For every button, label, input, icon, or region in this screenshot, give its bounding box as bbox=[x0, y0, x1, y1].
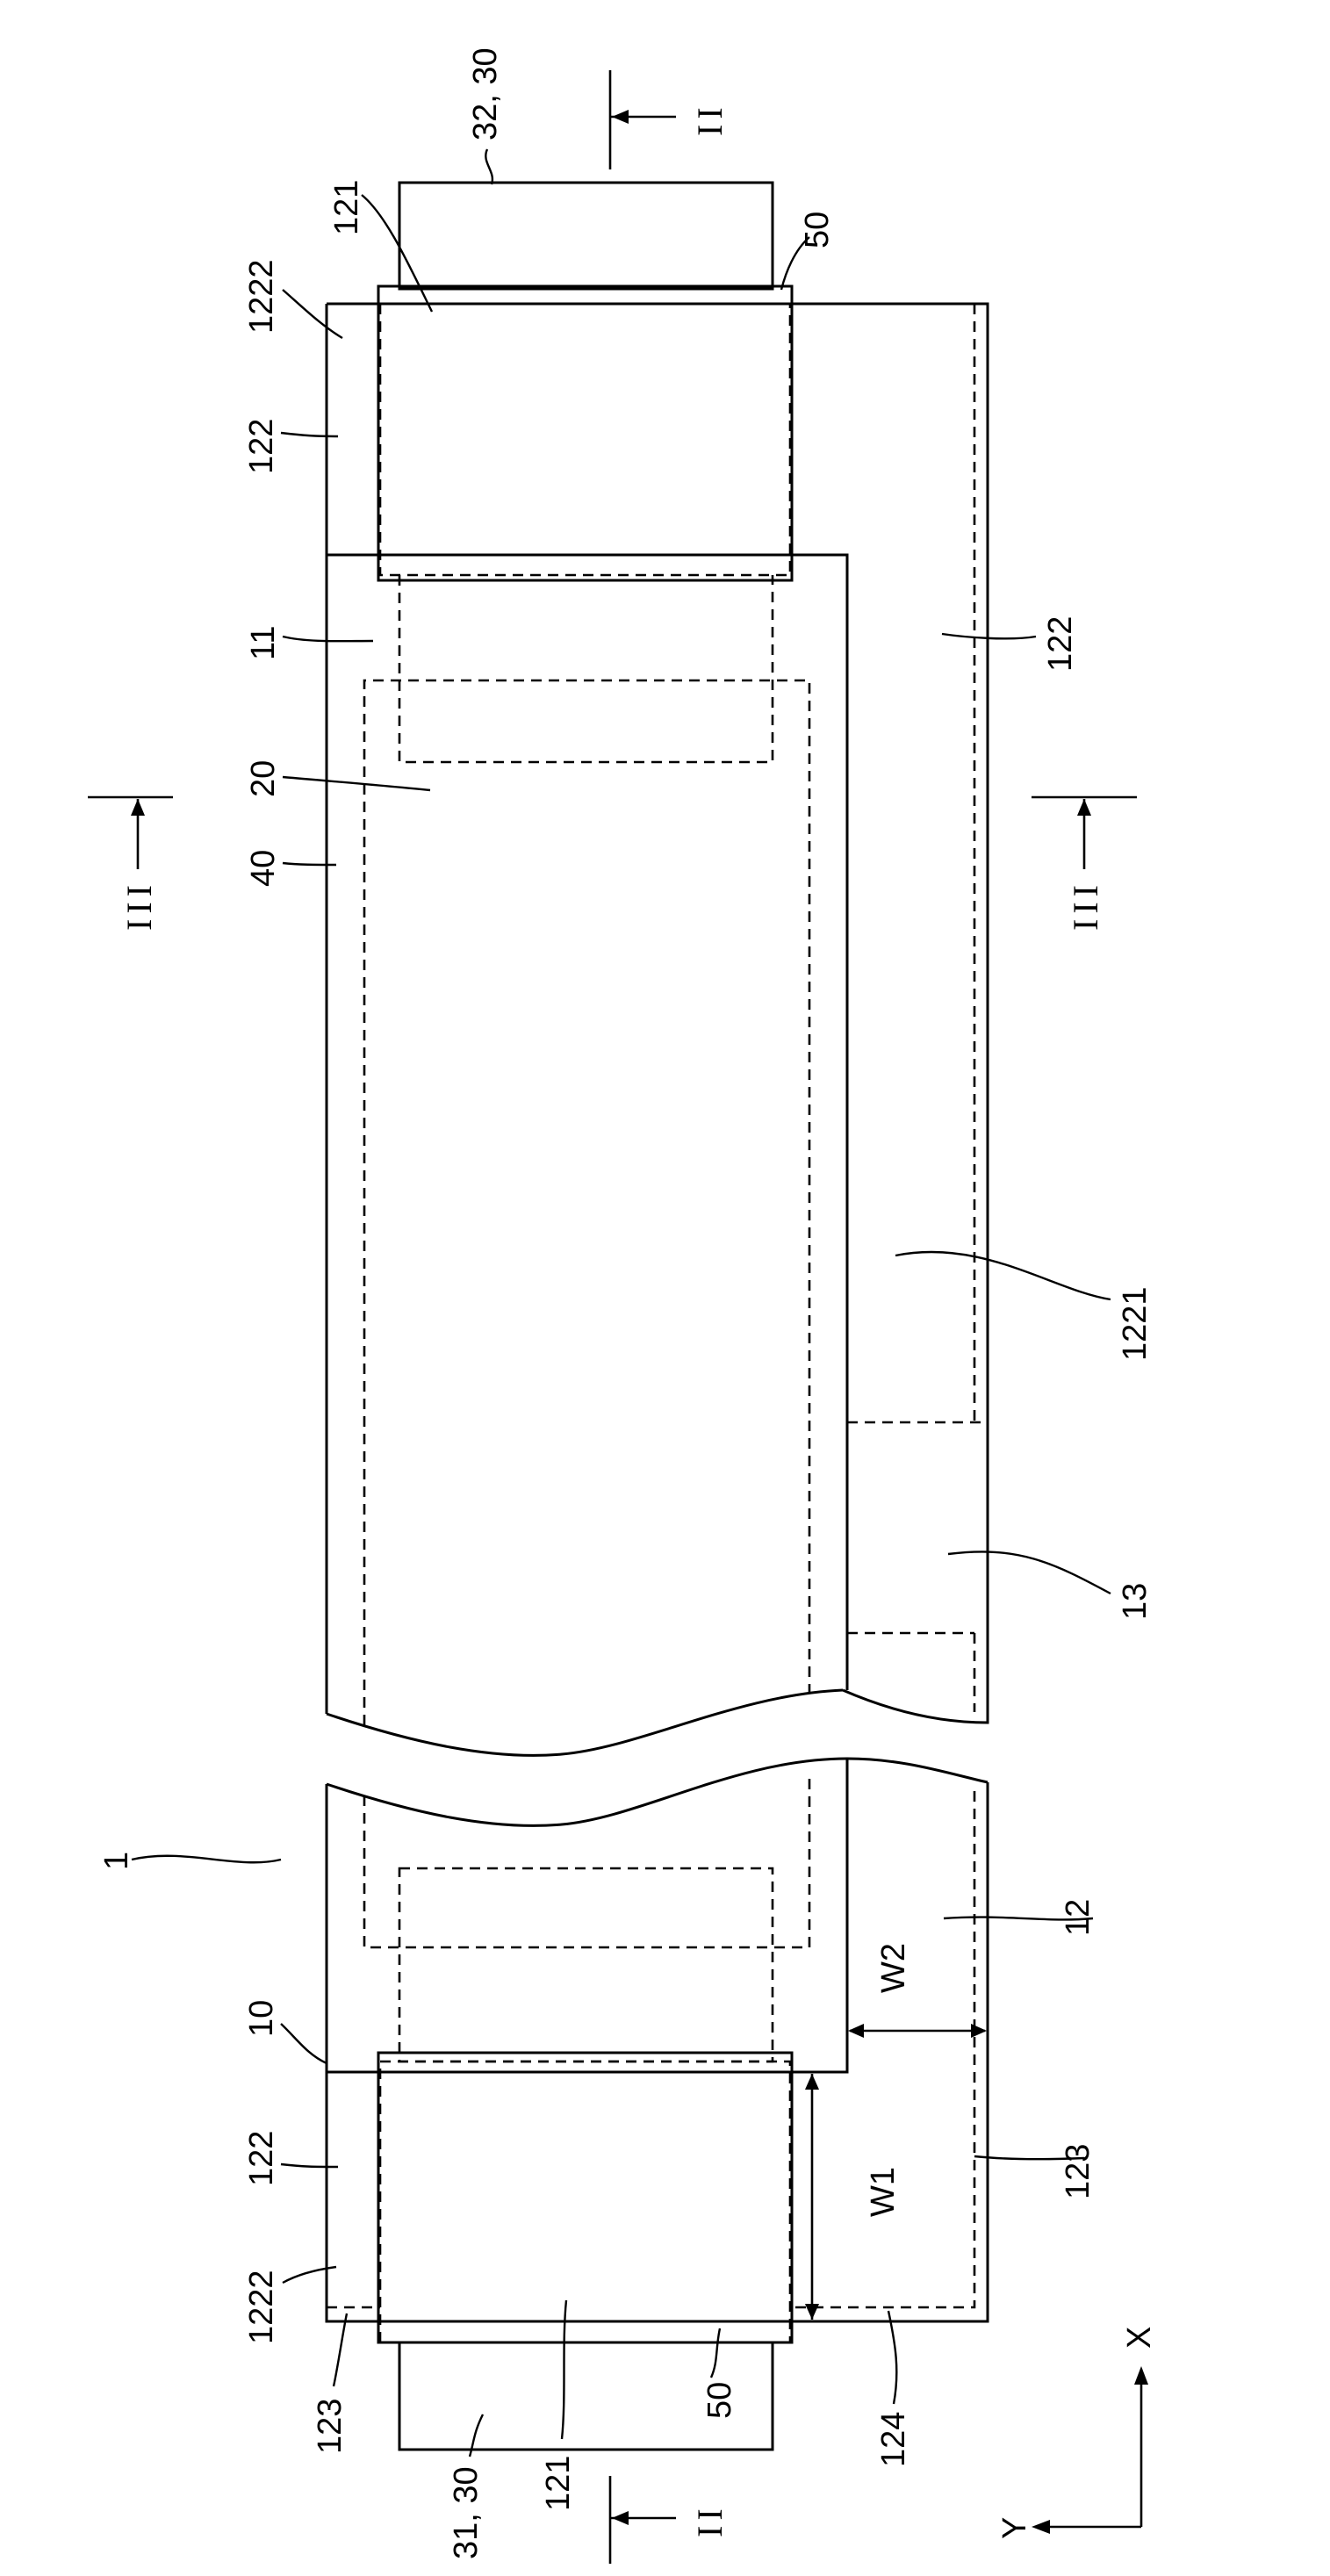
label-123-left: 123 bbox=[312, 2399, 349, 2454]
label-50-top: 50 bbox=[799, 212, 836, 248]
leader-1 bbox=[132, 1856, 281, 1863]
label-section-ii-top: II bbox=[690, 102, 730, 136]
leader-20 bbox=[283, 777, 430, 790]
body-outline-upper bbox=[327, 555, 847, 1690]
section-ii-top-arrowhead bbox=[612, 110, 629, 124]
leader-50-bottom bbox=[711, 2328, 720, 2378]
w2-arrowhead-left bbox=[848, 2024, 864, 2038]
label-12: 12 bbox=[1060, 1899, 1096, 1936]
dashed-electrode-upper bbox=[364, 680, 809, 1725]
break-line-lower bbox=[327, 1759, 988, 1825]
section-iii-right-arrowhead bbox=[1077, 799, 1091, 816]
section-ii-bottom-arrowhead bbox=[612, 2511, 629, 2525]
leader-122-ll bbox=[281, 2164, 338, 2167]
axis-y-arrowhead bbox=[1032, 2520, 1050, 2534]
leader-32-30 bbox=[485, 149, 492, 184]
label-122-upper-left: 122 bbox=[243, 419, 280, 474]
section-iii-left-arrowhead bbox=[131, 799, 145, 816]
label-122-lower-left: 122 bbox=[243, 2131, 280, 2186]
label-20: 20 bbox=[245, 760, 282, 797]
dashed-seal-lower bbox=[790, 1791, 974, 2307]
label-123-right: 123 bbox=[1060, 2144, 1096, 2199]
leader-10 bbox=[281, 2024, 327, 2063]
label-32-30: 32, 30 bbox=[467, 47, 504, 140]
w1-arrowhead-bottom bbox=[805, 2304, 819, 2320]
leader-1222-top bbox=[283, 290, 342, 338]
package-outline-upper bbox=[327, 304, 988, 1723]
leader-1222-bottom bbox=[283, 2267, 336, 2283]
label-11: 11 bbox=[245, 626, 282, 660]
leader-122-ul bbox=[281, 433, 338, 436]
label-section-iii-left: III bbox=[119, 880, 159, 931]
label-axis-y: Y bbox=[996, 2517, 1033, 2539]
w2-arrowhead-right bbox=[971, 2024, 987, 2038]
label-31-30: 31, 30 bbox=[448, 2466, 485, 2559]
dashed-lead-top bbox=[399, 575, 773, 762]
label-1: 1 bbox=[98, 1852, 135, 1870]
label-122-upper-right: 122 bbox=[1042, 616, 1079, 672]
axis-x-arrowhead bbox=[1134, 2366, 1148, 2385]
leader-40 bbox=[283, 863, 336, 865]
break-line-upper bbox=[327, 1690, 843, 1755]
seal-band-bottom bbox=[378, 2053, 792, 2342]
label-1222-bottom: 1222 bbox=[243, 2270, 280, 2344]
label-section-ii-bottom: II bbox=[690, 2503, 730, 2537]
label-50-bottom: 50 bbox=[701, 2382, 738, 2419]
label-40: 40 bbox=[245, 850, 282, 887]
label-124: 124 bbox=[875, 2412, 912, 2467]
w1-arrowhead-top bbox=[805, 2074, 819, 2090]
label-section-iii-right: III bbox=[1066, 880, 1105, 931]
label-axis-x: X bbox=[1121, 2327, 1158, 2349]
dashed-seal-bottom bbox=[380, 2062, 790, 2342]
label-121-top: 121 bbox=[328, 180, 365, 235]
leader-1221 bbox=[895, 1252, 1111, 1299]
label-w2: W2 bbox=[875, 1943, 912, 1993]
seal-band-top bbox=[378, 286, 792, 580]
leader-121-top bbox=[362, 195, 432, 312]
label-121-bottom: 121 bbox=[540, 2456, 577, 2511]
label-1222-top: 1222 bbox=[243, 259, 280, 334]
label-10: 10 bbox=[243, 2000, 280, 2037]
label-13: 13 bbox=[1117, 1583, 1154, 1620]
terminal-32 bbox=[399, 183, 773, 289]
leader-13 bbox=[948, 1551, 1111, 1594]
dashed-electrode-lower bbox=[364, 1774, 809, 1947]
leader-124 bbox=[888, 2311, 896, 2404]
leader-123-left bbox=[334, 2313, 347, 2386]
body-outline-lower bbox=[327, 1759, 847, 2072]
label-1221: 1221 bbox=[1117, 1286, 1154, 1361]
dashed-lead-bottom bbox=[399, 1868, 773, 2062]
dashed-seal-top bbox=[380, 304, 790, 575]
label-w1: W1 bbox=[865, 2167, 902, 2217]
